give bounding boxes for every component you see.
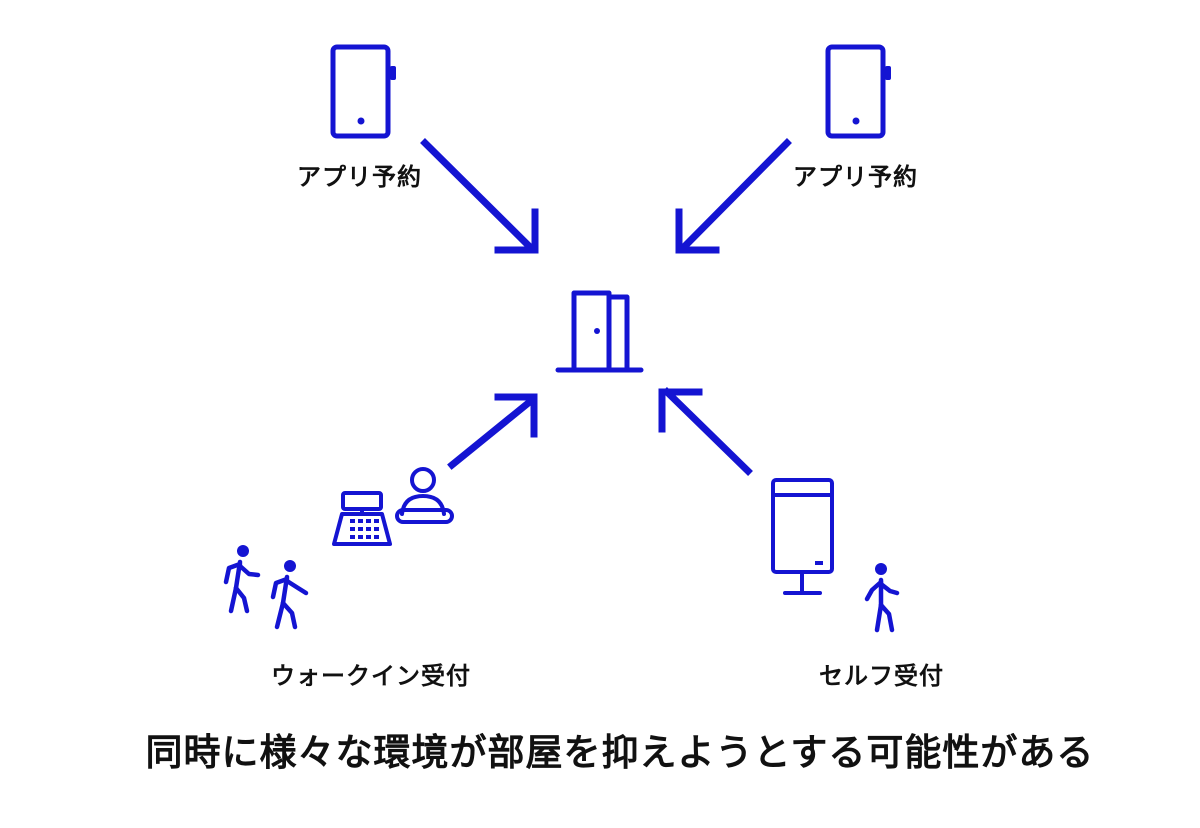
diagram-caption: 同時に様々な環境が部屋を抑えようとする可能性がある: [145, 731, 1095, 774]
arrow-top-right-to-center: [675, 138, 792, 254]
smartphone-icon: [330, 44, 396, 139]
arrow-bottom-left-to-center: [447, 393, 538, 470]
door-icon: [555, 290, 644, 373]
walking-person-icon: [223, 545, 261, 614]
app-reservation-label-left: アプリ予約: [297, 163, 422, 191]
walkin-reception-label: ウォークイン受付: [271, 662, 471, 690]
arrow-top-left-to-center: [420, 138, 539, 254]
walking-person-icon: [864, 563, 900, 633]
cash-register-icon: [332, 491, 392, 546]
self-reception-label: セルフ受付: [819, 662, 944, 690]
walking-person-icon: [270, 560, 309, 630]
receptionist-icon: [395, 467, 454, 524]
app-reservation-label-right: アプリ予約: [793, 163, 918, 191]
kiosk-icon: [771, 478, 834, 595]
arrow-bottom-right-to-center: [658, 387, 753, 476]
smartphone-icon: [825, 44, 891, 139]
